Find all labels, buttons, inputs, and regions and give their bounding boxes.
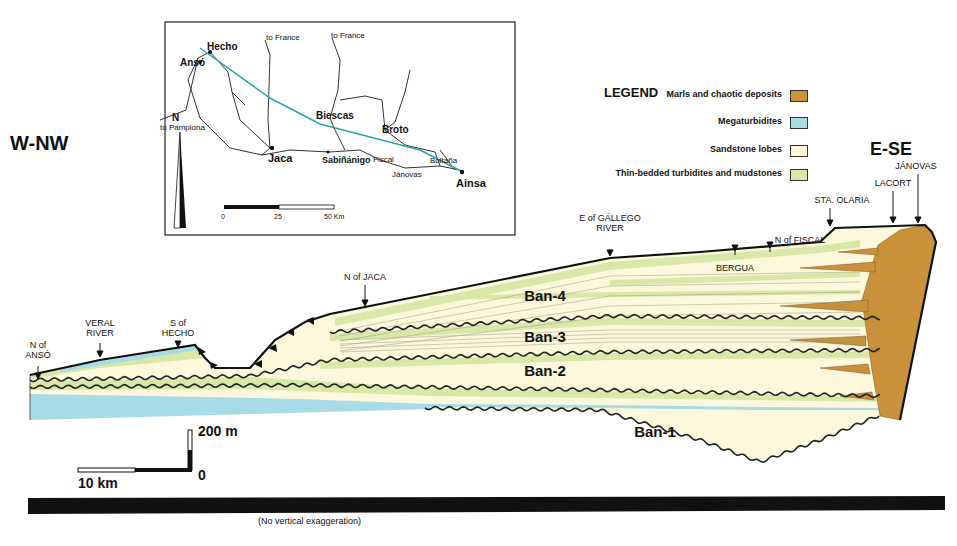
- location-label: BERGUA: [705, 264, 765, 274]
- unconformity: [30, 348, 880, 381]
- legend-swatch: [790, 90, 808, 102]
- north-arrow: [174, 132, 186, 228]
- direction-label: W-NW: [10, 132, 68, 154]
- location-label: VERAL RIVER: [76, 319, 124, 339]
- roads: [160, 38, 460, 170]
- location-label: N of ANSÓ: [18, 341, 58, 361]
- bedding-line: [340, 292, 860, 341]
- unit-name: Ban-2: [524, 362, 566, 379]
- scale-label: 200 m: [198, 424, 238, 439]
- road-label: to France: [331, 32, 365, 41]
- location-label: N of FISCAL: [760, 236, 840, 246]
- map-scale: [224, 205, 334, 209]
- scale-number: 50 Km: [324, 213, 344, 221]
- inset-frame: [165, 22, 515, 235]
- legend-text: Sandstone lobes: [710, 145, 782, 155]
- section: [30, 225, 936, 462]
- unit-label: Ban-2: [521, 361, 569, 381]
- unit-name: Ban-1: [634, 423, 676, 440]
- unconformity: [30, 384, 880, 398]
- direction-label: E-SE: [870, 140, 912, 160]
- section-trace: [200, 48, 463, 172]
- baseline-bar: [28, 496, 945, 514]
- scale-label: 0: [198, 468, 206, 483]
- unit-label: Ban-1: [631, 422, 679, 442]
- unit-name: Ban-4: [524, 287, 566, 304]
- legend-swatch: [790, 145, 808, 157]
- road-label: to Pamplona: [160, 124, 205, 133]
- town-label: Broto: [382, 124, 409, 135]
- road-label: to France: [266, 34, 300, 43]
- town-label: Boltaña: [430, 157, 457, 166]
- town-label: Biescas: [316, 110, 354, 121]
- legend-heading: LEGEND: [604, 86, 658, 100]
- location-label: N of JACA: [320, 273, 410, 283]
- town-label: Fiscal: [373, 156, 394, 165]
- unit-label: Ban-4: [521, 286, 569, 306]
- town-label: Sabiñánigo: [322, 156, 371, 166]
- legend-swatch: [790, 169, 808, 181]
- section-scale: [78, 430, 192, 472]
- scale-number: 25: [274, 213, 282, 221]
- unconformity: [425, 407, 879, 463]
- unit-label: Ban-3: [521, 327, 569, 347]
- bedding-line: [340, 272, 860, 331]
- scale-number: 0: [221, 213, 225, 221]
- town-label: Jaca: [268, 152, 292, 164]
- location-label: JÁNOVAS: [890, 162, 942, 172]
- unconformity: [330, 315, 880, 334]
- unit-name: Ban-3: [524, 328, 566, 345]
- legend-text: Megaturbidites: [718, 117, 782, 127]
- bedding-line: [340, 302, 860, 346]
- town-label: Jánovas: [392, 171, 422, 180]
- town-label: Hecho: [207, 41, 238, 52]
- legend-swatch: [790, 117, 808, 129]
- location-label: STA. OLARIA: [802, 196, 882, 206]
- towns: [198, 50, 464, 174]
- legend-text: Thin-bedded turbidites and mudstones: [616, 169, 783, 179]
- bedding-line: [340, 338, 860, 348]
- legend-text: Marls and chaotic deposits: [666, 90, 782, 100]
- location-arrows: [35, 174, 921, 379]
- location-label: E of GÁLLEGO RIVER: [578, 214, 642, 234]
- town-label: Ansó: [180, 57, 205, 68]
- north-label: N: [172, 112, 179, 123]
- note: (No vertical exaggeration): [258, 517, 361, 527]
- location-label: S of HECHO: [154, 319, 202, 339]
- location-label: LACORT: [868, 179, 918, 189]
- town-label: Ainsa: [456, 177, 486, 189]
- thrust-barbs: [198, 317, 314, 369]
- scale-label: 10 km: [78, 476, 118, 491]
